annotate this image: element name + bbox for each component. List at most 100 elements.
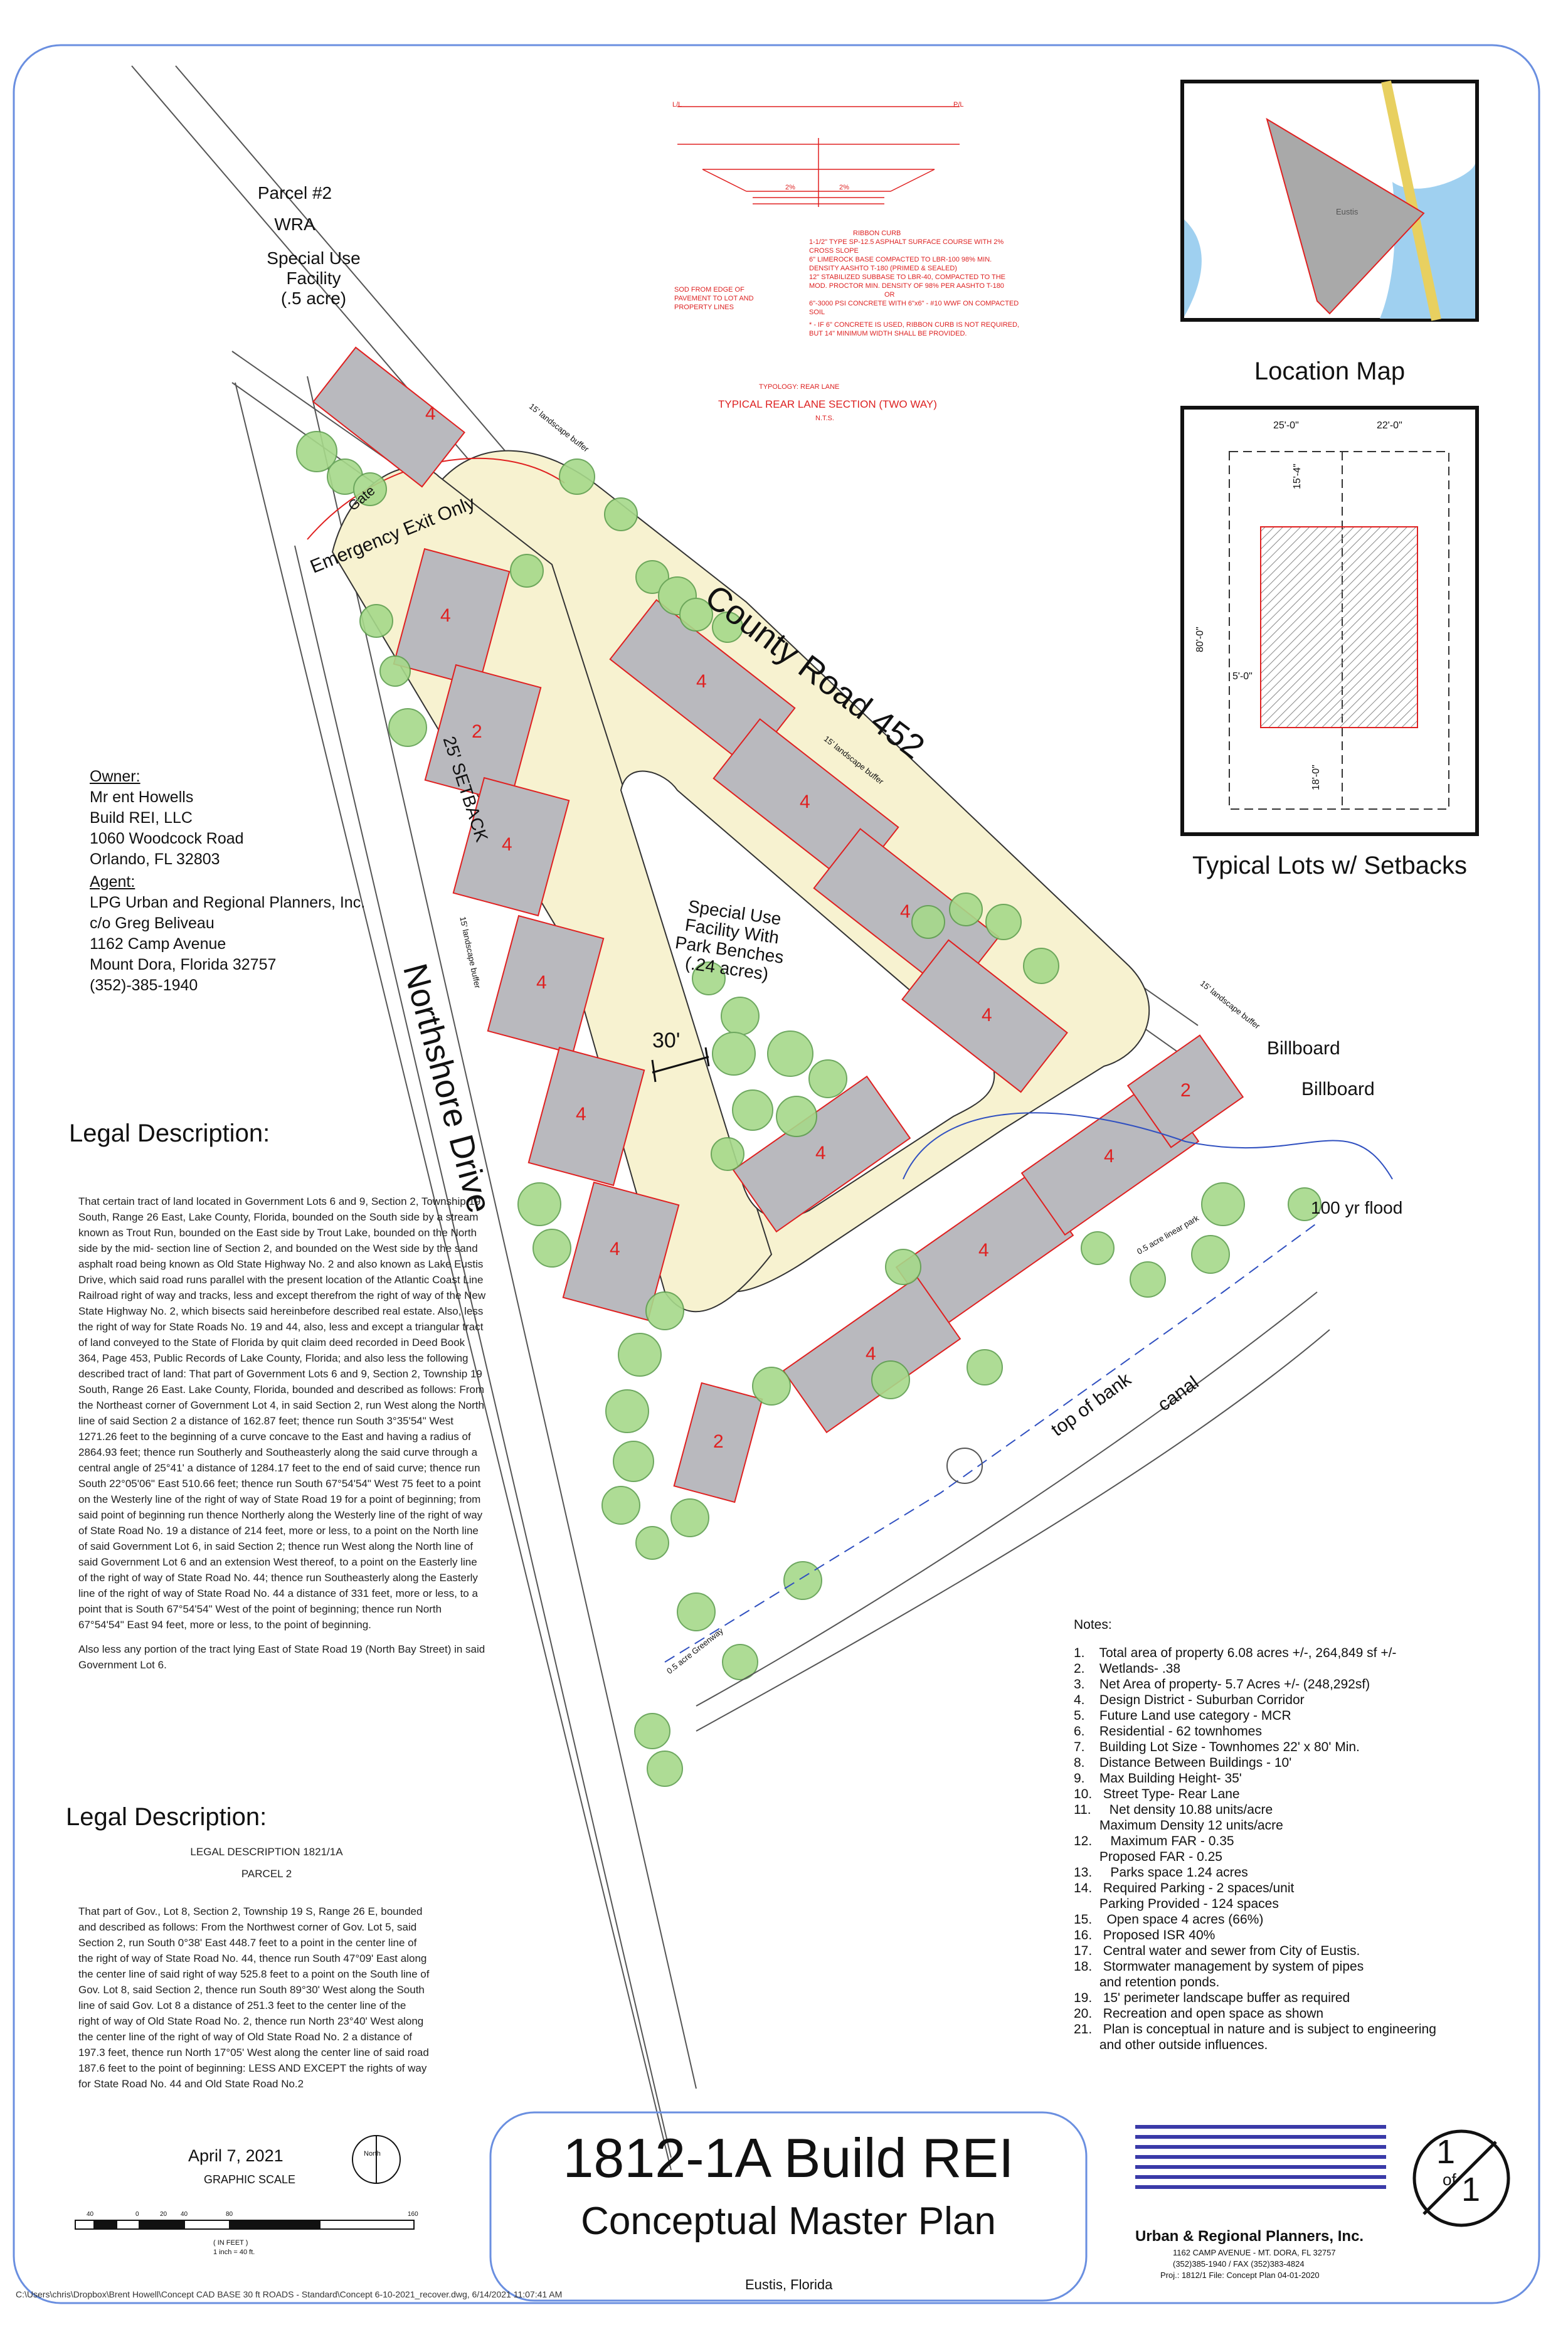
building-count: 4: [815, 1143, 826, 1163]
note-item: 4. Design District - Suburban Corridor: [1074, 1693, 1305, 1707]
note-item: 21. Plan is conceptual in nature and is …: [1074, 2022, 1436, 2037]
agent-line: 1162 Camp Avenue: [90, 935, 226, 953]
billboard-label-1: Billboard: [1267, 1038, 1340, 1059]
parcel2-line1: Parcel #2: [257, 183, 332, 203]
section-sod-note: SOD FROM EDGE OF PAVEMENT TO LOT AND PRO…: [674, 286, 754, 311]
note-item: 11. Net density 10.88 units/acre: [1074, 1803, 1273, 1817]
inner-island: [620, 770, 995, 1219]
owner-block: Owner: Mr ent Howells Build REI, LLC 106…: [90, 766, 315, 870]
firm-name: Urban & Regional Planners, Inc.: [1135, 2228, 1364, 2245]
notes-block: Notes: 1. Total area of property 6.08 ac…: [1074, 1617, 1475, 2053]
north-arrow: [352, 2135, 401, 2184]
note-item: 8. Distance Between Buildings - 10': [1074, 1756, 1292, 1770]
note-item: Proposed FAR - 0.25: [1074, 1850, 1222, 1864]
firm-phone: (352)385-1940 / FAX (352)383-4824: [1173, 2259, 1305, 2269]
parcel2-label: Parcel #2 WRA Special Use Facility (.5 a…: [213, 183, 376, 309]
scale-tick: 160: [408, 2211, 418, 2218]
section-note: OR: [884, 291, 895, 299]
section-note: 6" LIMEROCK BASE COMPACTED TO LBR-100 98…: [809, 256, 992, 272]
legal1-heading: Legal Description:: [69, 1120, 270, 1147]
building-count: 4: [425, 403, 436, 424]
note-item: 10. Street Type- Rear Lane: [1074, 1787, 1240, 1801]
building-count: 4: [866, 1343, 876, 1364]
building-count: 4: [610, 1239, 620, 1259]
flood-label: 100 yr flood: [1311, 1198, 1403, 1217]
building-count: 4: [978, 1240, 989, 1261]
sheet-border: [13, 44, 1540, 2304]
parcel2-line2: WRA: [274, 215, 315, 234]
agent-line: (352)-385-1940: [90, 977, 198, 994]
note-item: 13. Parks space 1.24 acres: [1074, 1865, 1248, 1880]
sheet-number: 1: [1436, 2133, 1456, 2171]
note-item: 20. Recreation and open space as shown: [1074, 2006, 1324, 2021]
owner-heading: Owner:: [90, 768, 140, 785]
scale-bar: [75, 2220, 415, 2230]
section-note: RIBBON CURB: [853, 230, 901, 237]
lpg-logo: [1135, 2125, 1386, 2189]
note-item: Parking Provided - 124 spaces: [1074, 1897, 1279, 1911]
section-note: 12" STABILIZED SUBBASE TO LBR-40, COMPAC…: [809, 273, 1006, 290]
building-count: 2: [713, 1431, 724, 1452]
agent-heading: Agent:: [90, 873, 135, 891]
lot-dim: 22'-0": [1377, 420, 1402, 431]
note-item: 12. Maximum FAR - 0.35: [1074, 1834, 1234, 1848]
building-count: 4: [696, 671, 707, 692]
building-count: 2: [1180, 1080, 1191, 1101]
trees: [296, 431, 1322, 1787]
note-item: 9. Max Building Height- 35': [1074, 1771, 1242, 1786]
note-item: Maximum Density 12 units/acre: [1074, 1818, 1283, 1833]
notes-heading: Notes:: [1074, 1618, 1112, 1632]
scale-tick: 20: [160, 2211, 167, 2218]
typical-lots-caption: Typical Lots w/ Setbacks: [1192, 852, 1467, 879]
section-nts: N.T.S.: [815, 415, 834, 422]
lot-dim: 25'-0": [1273, 420, 1299, 431]
note-item: 3. Net Area of property- 5.7 Acres +/- (…: [1074, 1677, 1370, 1692]
section-typology: TYPOLOGY: REAR LANE: [759, 383, 840, 391]
agent-line: Mount Dora, Florida 32757: [90, 956, 277, 973]
north-label: North: [364, 2150, 381, 2158]
billboard-label-2: Billboard: [1301, 1079, 1375, 1099]
note-item: 6. Residential - 62 townhomes: [1074, 1724, 1262, 1739]
owner-line: Mr ent Howells: [90, 788, 194, 806]
legal1-body: That certain tract of land located in Go…: [78, 1194, 486, 1673]
note-item: and retention ponds.: [1074, 1975, 1220, 1989]
plan-city: Eustis, Florida: [745, 2277, 833, 2292]
legal2-body: That part of Gov., Lot 8, Section 2, Tow…: [78, 1905, 430, 2090]
section-note: 6"-3000 PSI CONCRETE WITH 6"x6" - #10 WW…: [809, 300, 1019, 316]
building-count: 4: [800, 792, 810, 812]
owner-line: Orlando, FL 32803: [90, 850, 220, 868]
building-count: 4: [1104, 1146, 1115, 1167]
legal1-paragraph-2: Also less any portion of the tract lying…: [78, 1643, 485, 1671]
plan-subtitle: Conceptual Master Plan: [581, 2200, 996, 2243]
building-count: 4: [440, 605, 451, 626]
canal-bank: [696, 1291, 1318, 1707]
building-count: 4: [982, 1005, 992, 1025]
sheet-total: 1: [1461, 2171, 1481, 2208]
legal2-heading: Legal Description:: [66, 1803, 267, 1831]
note-item: 2. Wetlands- .38: [1074, 1661, 1181, 1676]
scale-tick: 0: [135, 2211, 139, 2218]
flood-line: [903, 1112, 1393, 1180]
building-count: 4: [502, 834, 512, 855]
owner-line: Build REI, LLC: [90, 809, 193, 827]
sheet-number-circle: [1412, 2129, 1510, 2227]
section-slope: 2%: [785, 184, 795, 191]
lot-dim: 15'-4": [1292, 464, 1303, 489]
title-block-frame: [489, 2111, 1088, 2302]
plan-date: April 7, 2021: [188, 2146, 283, 2165]
note-item: 18. Stormwater management by system of p…: [1074, 1959, 1364, 1974]
section-slope: 2%: [839, 184, 849, 191]
section-note: * - IF 6" CONCRETE IS USED, RIBBON CURB …: [809, 321, 1019, 337]
legal2-sub2: PARCEL 2: [241, 1868, 292, 1880]
building-count: 4: [900, 901, 911, 922]
roundabout: [946, 1448, 983, 1484]
file-path: C:\Users\chris\Dropbox\Brent Howell\Conc…: [16, 2289, 563, 2299]
scale-tick: 40: [181, 2211, 188, 2218]
agent-block: Agent: LPG Urban and Regional Planners, …: [90, 872, 391, 996]
note-item: 1. Total area of property 6.08 acres +/-…: [1074, 1646, 1397, 1660]
section-note: 1-1/2" TYPE SP-12.5 ASPHALT SURFACE COUR…: [809, 238, 1004, 255]
graphic-scale-label: GRAPHIC SCALE: [204, 2173, 296, 2186]
site-location-shape: [1266, 117, 1425, 315]
scale-tick: 80: [226, 2211, 233, 2218]
